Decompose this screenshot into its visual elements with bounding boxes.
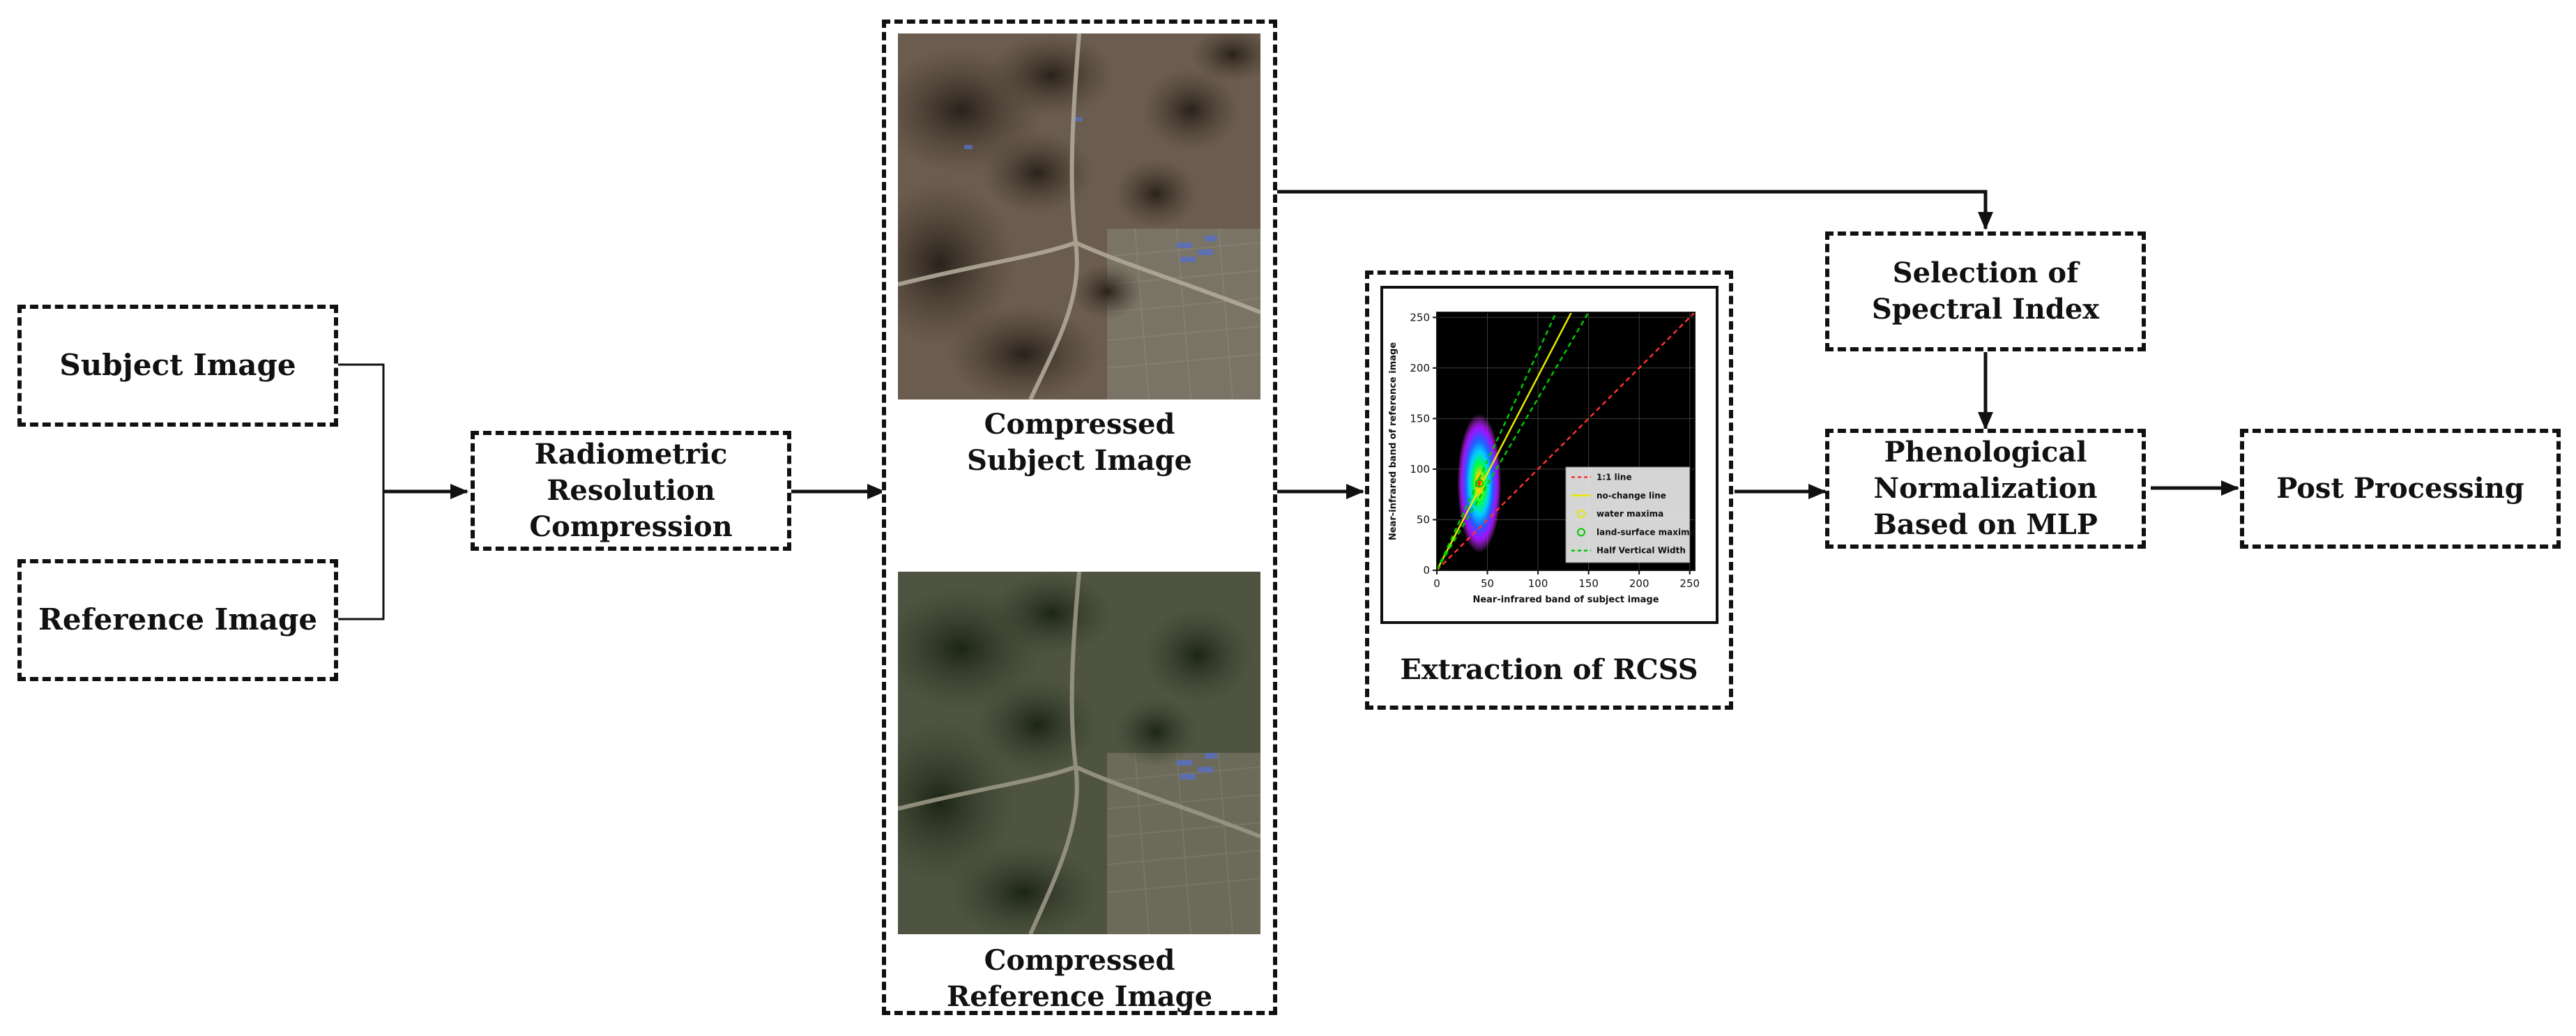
reference-image-label: Reference Image [38, 602, 318, 637]
y-tick-label: 0 [1423, 564, 1430, 577]
density-cloud [1457, 413, 1502, 554]
x-tick-label: 250 [1679, 577, 1700, 590]
y-tick-label: 150 [1410, 412, 1430, 425]
selection-spectral-index-label: Selection of Spectral Index [1871, 257, 2100, 326]
plot-frame [1436, 312, 1695, 571]
x-tick-label: 0 [1433, 577, 1440, 590]
x-axis-label: Near-infrared band of subject image [1472, 595, 1659, 605]
legend-entry: 1:1 line [1596, 472, 1632, 482]
x-tick-label: 100 [1528, 577, 1548, 590]
radiometric-compression-box: Radiometric Resolution Compression [471, 431, 791, 551]
legend-frame [1565, 466, 1691, 563]
legend-entry: no-change line [1596, 491, 1666, 501]
compressed-reference-image-label: Compressed Reference Image [946, 944, 1213, 1013]
y-axis-label: Near-infrared band of reference image [1388, 342, 1398, 540]
post-processing-label: Post Processing [2276, 472, 2524, 505]
compressed-subject-image-label: Compressed Subject Image [967, 408, 1192, 477]
y-tick-label: 250 [1410, 311, 1430, 323]
extraction-label: Extraction of RCSS [1400, 653, 1698, 686]
selection-spectral-index-box: Selection of Spectral Index [1825, 231, 2146, 351]
compressed-subject-satellite-image [898, 33, 1260, 399]
chart-legend: 1:1 line no-change line water maxima land-s… [1565, 466, 1695, 563]
y-tick-label: 200 [1410, 362, 1430, 374]
x-tick-label: 150 [1578, 577, 1599, 590]
legend-entry: water maxima [1596, 509, 1663, 519]
legend-marker [1577, 510, 1585, 519]
legend-entry: Half Vertical Width [1596, 546, 1686, 556]
subject-image-label: Subject Image [59, 348, 296, 383]
legend-entry: land-surface maxima [1596, 527, 1695, 537]
x-tick-label: 50 [1481, 577, 1494, 590]
radiometric-compression-label: Radiometric Resolution Compression [529, 438, 733, 543]
y-tick-label: 50 [1417, 513, 1430, 526]
arrow-subject-to-selection [1277, 190, 1993, 230]
compressed-reference-satellite-image [898, 572, 1260, 934]
x-tick-label: 200 [1629, 577, 1649, 590]
phenological-normalization-box: Phenological Normalization Based on MLP [1825, 429, 2146, 549]
legend-marker [1577, 528, 1585, 537]
phenological-normalization-label: Phenological Normalization Based on MLP [1873, 436, 2098, 541]
post-processing-box: Post Processing [2240, 429, 2561, 549]
subject-image-box: Subject Image [17, 305, 338, 427]
reference-image-box: Reference Image [17, 559, 338, 681]
y-tick-label: 100 [1410, 463, 1430, 475]
series-line [1437, 312, 1695, 570]
merge-bracket [338, 363, 385, 620]
series-line [1437, 312, 1557, 570]
data-point [1474, 479, 1484, 488]
series-line [1437, 312, 1573, 570]
